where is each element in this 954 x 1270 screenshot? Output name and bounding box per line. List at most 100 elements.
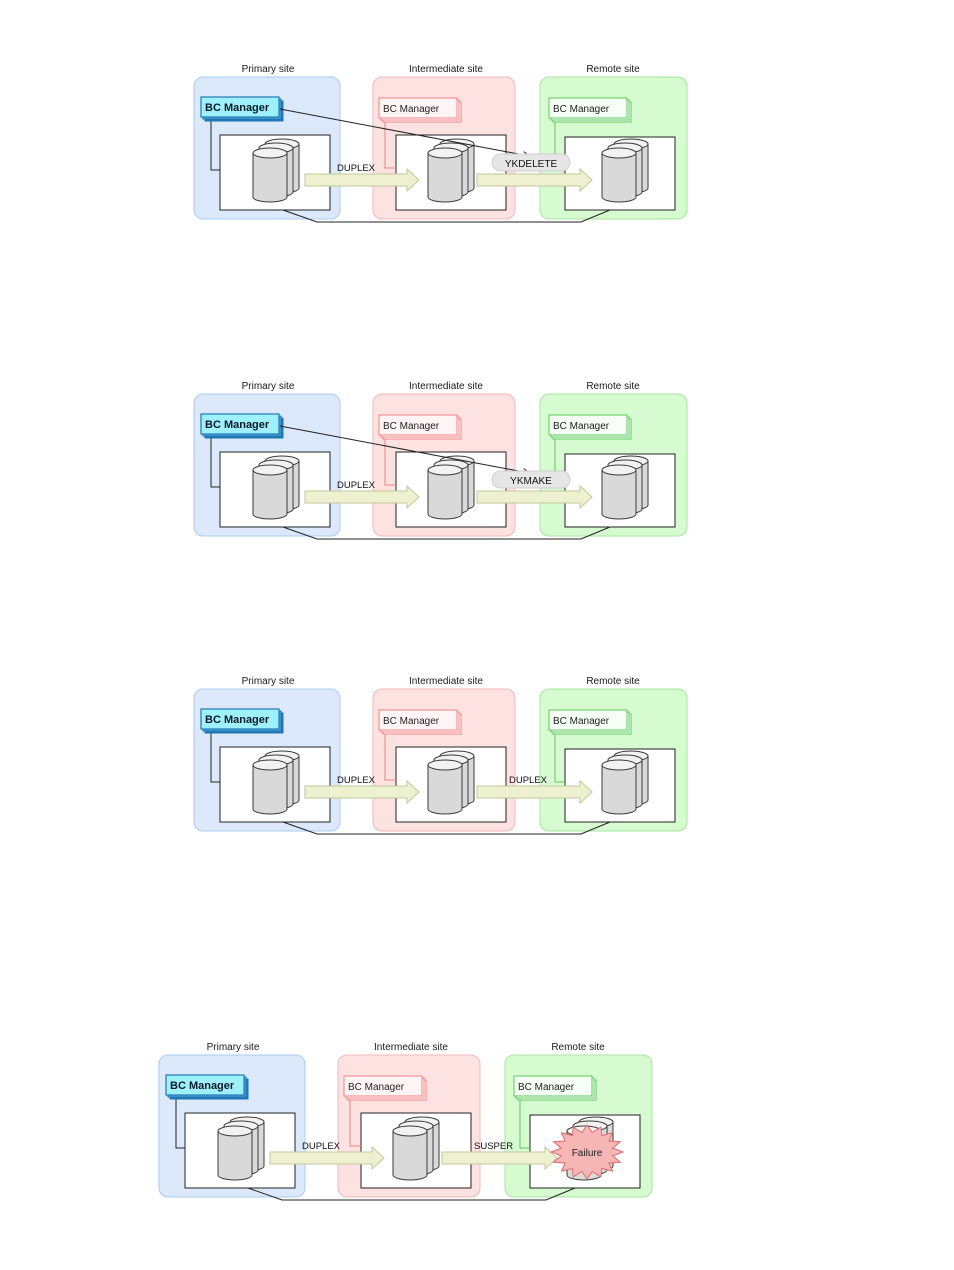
remote-site-title: Remote site — [551, 1042, 605, 1053]
command-label: YKMAKE — [510, 476, 552, 487]
primary-bcm-connector — [210, 435, 220, 488]
badge-face — [548, 414, 628, 436]
intermediate-site-title: Intermediate site — [409, 381, 483, 392]
intermediate-bcm-connector — [384, 731, 396, 781]
command-flow-arrow — [279, 108, 529, 156]
link1-state-label: DUPLEX — [302, 1141, 341, 1152]
remote-bc-manager-label: BC Manager — [553, 104, 610, 115]
command-label: YKDELETE — [505, 159, 558, 170]
volume-front — [601, 759, 637, 815]
intermediate-volume — [392, 1116, 440, 1181]
intermediate-site-title: Intermediate site — [374, 1042, 448, 1053]
badge-face — [200, 96, 280, 118]
primary-to-intermediate-arrow — [304, 779, 420, 805]
volume-front — [601, 147, 637, 203]
primary-bcm-connector — [175, 1096, 185, 1149]
intermediate-bc-manager: BC Manager — [343, 1075, 427, 1101]
link1-state-label: DUPLEX — [337, 480, 376, 491]
primary-bc-manager-label: BC Manager — [205, 714, 270, 726]
intermediate-bcm-connector — [384, 436, 396, 486]
primary-bc-manager: BC Manager — [200, 96, 284, 122]
remote-bc-manager: BC Manager — [548, 709, 632, 735]
badge-face — [548, 709, 628, 731]
diagram-4: Primary site Intermediate site Remote site… — [158, 1042, 653, 1201]
intermediate-volume — [427, 138, 475, 203]
intermediate-bc-manager: BC Manager — [378, 97, 462, 123]
volume-front — [427, 759, 463, 815]
cylinder-body — [252, 153, 288, 203]
remote-bcm-connector — [519, 1097, 530, 1149]
intermediate-bc-manager: BC Manager — [378, 709, 462, 735]
primary-volume — [252, 455, 300, 520]
volume-front — [252, 464, 288, 520]
cylinder-top — [217, 1125, 253, 1137]
volume-front — [601, 464, 637, 520]
cylinder-body — [427, 153, 463, 203]
primary-site-title: Primary site — [242, 676, 295, 687]
command-pill — [491, 153, 571, 172]
primary-remote-link — [282, 526, 611, 540]
link2-state-label: DUPLEX — [509, 775, 548, 786]
intermediate-to-remote-arrow — [476, 779, 593, 805]
cylinder-top — [392, 1125, 428, 1137]
primary-remote-link — [282, 821, 611, 835]
remote-volume — [601, 138, 649, 203]
badge-face — [200, 413, 280, 435]
link1-state-label: DUPLEX — [337, 775, 376, 786]
primary-site-title: Primary site — [242, 64, 295, 75]
primary-volume — [217, 1116, 265, 1181]
primary-to-intermediate-arrow — [269, 1145, 385, 1171]
primary-remote-link — [247, 1187, 576, 1201]
remote-site-title: Remote site — [586, 64, 640, 75]
remote-bcm-connector — [554, 731, 565, 783]
volume-front — [392, 1125, 428, 1181]
intermediate-site-title: Intermediate site — [409, 64, 483, 75]
primary-bc-manager-label: BC Manager — [170, 1080, 235, 1092]
command-flow-arrow — [279, 425, 529, 473]
remote-bc-manager: BC Manager — [548, 97, 632, 123]
volume-front — [217, 1125, 253, 1181]
primary-bc-manager-label: BC Manager — [205, 102, 270, 114]
primary-bc-manager: BC Manager — [200, 708, 284, 734]
cylinder-body — [427, 470, 463, 520]
badge-face — [548, 97, 628, 119]
badge-face — [200, 708, 280, 730]
link1-state-label: DUPLEX — [337, 163, 376, 174]
cylinder-top — [601, 759, 637, 771]
badge-face — [343, 1075, 423, 1097]
cylinder-top — [252, 759, 288, 771]
intermediate-to-remote-arrow — [441, 1145, 558, 1171]
remote-site-title: Remote site — [586, 676, 640, 687]
intermediate-to-remote-arrow — [476, 484, 593, 510]
badge-face — [378, 709, 458, 731]
primary-bc-manager: BC Manager — [165, 1074, 249, 1100]
primary-bc-manager: BC Manager — [200, 413, 284, 439]
primary-bcm-connector — [210, 118, 220, 171]
remote-bc-manager: BC Manager — [548, 414, 632, 440]
cylinder-body — [217, 1131, 253, 1181]
cylinder-top — [427, 147, 463, 159]
cylinder-body — [252, 470, 288, 520]
primary-bc-manager-label: BC Manager — [205, 419, 270, 431]
badge-face — [378, 97, 458, 119]
cylinder-top — [601, 464, 637, 476]
cylinder-top — [252, 464, 288, 476]
diagram-3: Primary site Intermediate site Remote site… — [193, 676, 688, 835]
intermediate-volume — [427, 750, 475, 815]
intermediate-bc-manager: BC Manager — [378, 414, 462, 440]
intermediate-bc-manager-label: BC Manager — [383, 104, 440, 115]
intermediate-site-title: Intermediate site — [409, 676, 483, 687]
primary-site-title: Primary site — [207, 1042, 260, 1053]
diagram-1: Primary site Intermediate site Remote site… — [193, 64, 688, 223]
primary-bcm-connector — [210, 730, 220, 783]
cylinder-body — [601, 765, 637, 815]
cylinder-body — [392, 1131, 428, 1181]
remote-volume — [601, 750, 649, 815]
intermediate-bcm-connector — [384, 119, 396, 169]
volume-front — [427, 464, 463, 520]
badge-face — [165, 1074, 245, 1096]
cylinder-body — [252, 765, 288, 815]
primary-to-intermediate-arrow — [304, 484, 420, 510]
